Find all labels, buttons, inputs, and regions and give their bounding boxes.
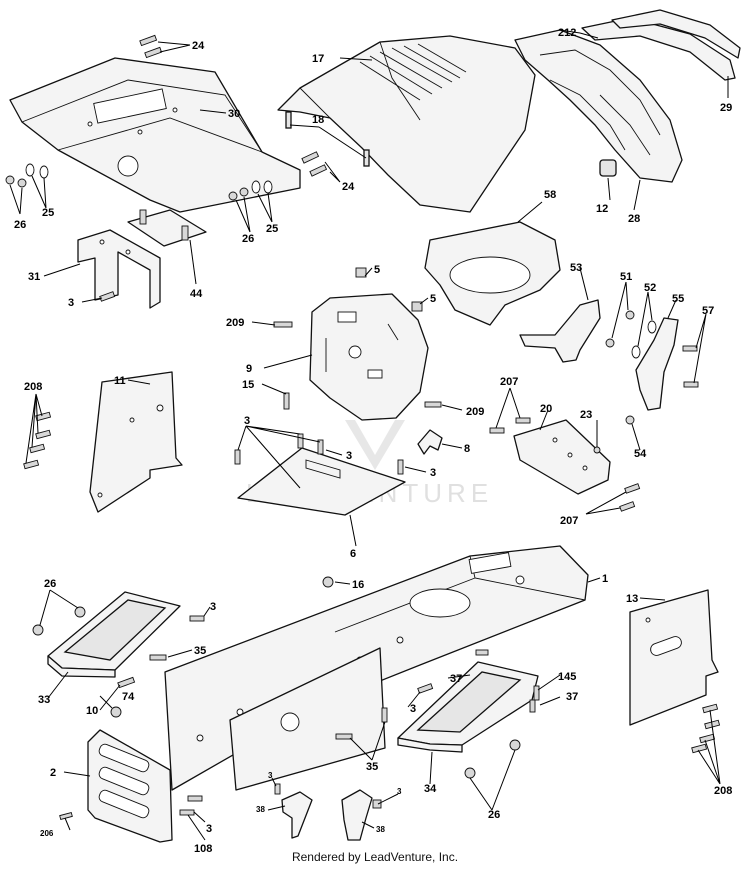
callout-58: 58 — [544, 189, 556, 201]
callout-33: 33 — [38, 694, 50, 706]
part-6-floor-plate — [237, 447, 406, 516]
hardware — [5, 34, 721, 821]
part-212-grille — [514, 29, 683, 183]
part-29-trim-strip — [581, 9, 741, 81]
leader-lines — [9, 29, 729, 841]
part-38-bracket-right — [341, 789, 373, 841]
callout-3e: 3 — [210, 601, 216, 613]
part-53-bracket — [519, 299, 601, 363]
callout-20: 20 — [540, 403, 552, 415]
callout-38: 38 — [256, 805, 265, 814]
part-1-frame — [164, 545, 589, 791]
callout-18: 18 — [312, 114, 324, 126]
part-13-side-panel — [629, 589, 719, 726]
part-20-tray — [513, 419, 611, 495]
callout-17: 17 — [312, 53, 324, 65]
part-58-shroud — [424, 221, 561, 326]
callout-108: 108 — [194, 843, 212, 855]
callout-207b: 207 — [560, 515, 578, 527]
callout-38b: 38 — [376, 825, 385, 834]
callout-15: 15 — [242, 379, 254, 391]
callout-3h: 3 — [397, 787, 402, 796]
callout-212: 212 — [558, 27, 576, 39]
callout-3a: 3 — [68, 297, 74, 309]
part-38-bracket-left — [281, 791, 313, 839]
callout-26b: 26 — [242, 233, 254, 245]
callout-74: 74 — [122, 691, 135, 703]
part-2-side-panel — [87, 729, 173, 843]
callout-3g: 3 — [268, 771, 273, 780]
callout-6: 6 — [350, 548, 356, 560]
part-8-clip — [417, 429, 443, 455]
part-11-side-panel — [89, 371, 183, 513]
part-31-bracket — [77, 229, 161, 309]
callout-37b: 37 — [566, 691, 578, 703]
callout-208: 208 — [24, 381, 42, 393]
part-9-dash-panel — [309, 293, 429, 421]
part-44-plate — [127, 209, 207, 247]
callout-35: 35 — [194, 645, 206, 657]
callout-labels: 24 17 212 30 29 18 24 26 25 12 28 58 26 … — [14, 27, 732, 855]
callout-26c: 26 — [44, 578, 56, 590]
callout-31: 31 — [28, 271, 40, 283]
callout-5b: 5 — [430, 293, 436, 305]
callout-207: 207 — [500, 376, 518, 388]
callout-24b: 24 — [342, 181, 355, 193]
callout-44: 44 — [190, 288, 203, 300]
callout-26: 26 — [14, 219, 26, 231]
footer-credit: Rendered by LeadVenture, Inc. — [291, 850, 459, 864]
part-55-bracket — [635, 317, 679, 411]
callout-37: 37 — [450, 673, 462, 685]
callout-52: 52 — [644, 282, 656, 294]
callout-3f: 3 — [410, 703, 416, 715]
callout-57: 57 — [702, 305, 714, 317]
callout-53: 53 — [570, 262, 582, 274]
callout-26d: 26 — [488, 809, 500, 821]
callout-35b: 35 — [366, 761, 378, 773]
callout-25b: 25 — [266, 223, 278, 235]
part-34-footrest — [397, 661, 539, 753]
callout-25: 25 — [42, 207, 54, 219]
callout-208b: 208 — [714, 785, 732, 797]
callout-13: 13 — [626, 593, 638, 605]
callout-2: 2 — [50, 767, 56, 779]
callout-55: 55 — [672, 293, 684, 305]
callout-1: 1 — [602, 573, 608, 585]
part-17-hood — [277, 35, 536, 213]
callout-209: 209 — [226, 317, 244, 329]
callout-29: 29 — [720, 102, 732, 114]
callout-16: 16 — [352, 579, 364, 591]
callout-3i: 3 — [206, 823, 212, 835]
callout-209b: 209 — [466, 406, 484, 418]
callout-145: 145 — [558, 671, 576, 683]
callout-23: 23 — [580, 409, 592, 421]
callout-24: 24 — [192, 40, 205, 52]
callout-5a: 5 — [374, 264, 380, 276]
callout-3c: 3 — [346, 450, 352, 462]
callout-28: 28 — [628, 213, 640, 225]
callout-206: 206 — [40, 829, 54, 838]
callout-8: 8 — [464, 443, 470, 455]
part-30-fender — [9, 57, 301, 213]
callout-9: 9 — [246, 363, 252, 375]
part-33-footrest — [47, 591, 181, 678]
callout-51: 51 — [620, 271, 632, 283]
callout-10: 10 — [86, 705, 98, 717]
callout-30: 30 — [228, 108, 240, 120]
callout-34: 34 — [424, 783, 437, 795]
callout-3d: 3 — [430, 467, 436, 479]
callout-12: 12 — [596, 203, 608, 215]
hood-vent-slots — [359, 43, 467, 101]
callout-11: 11 — [114, 375, 126, 387]
callout-54: 54 — [634, 448, 647, 460]
callout-3b: 3 — [244, 415, 250, 427]
